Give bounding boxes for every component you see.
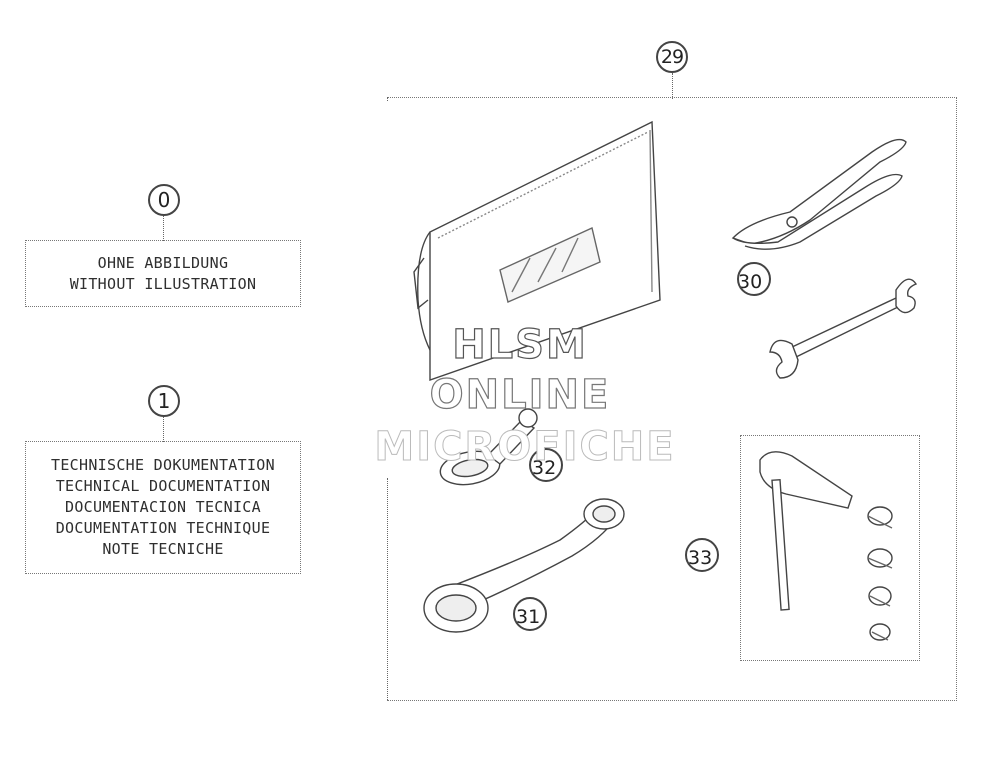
frame-left-lower xyxy=(387,478,388,700)
callout-33: 33 xyxy=(688,547,712,569)
callout-29: 29 xyxy=(656,41,688,73)
socket-set-frame xyxy=(740,435,920,661)
callout-30: 30 xyxy=(738,271,762,293)
leader-line-29 xyxy=(672,73,673,99)
label-technical-documentation: TECHNISCHE DOKUMENTATION TECHNICAL DOCUM… xyxy=(25,441,301,574)
box1-line1: TECHNISCHE DOKUMENTATION xyxy=(51,456,275,474)
box0-line2: WITHOUT ILLUSTRATION xyxy=(69,274,257,293)
box1-line4: DOCUMENTATION TECHNIQUE xyxy=(55,519,271,537)
ring-wrench-icon xyxy=(423,498,625,633)
box1-line2: TECHNICAL DOCUMENTATION xyxy=(55,477,271,495)
callout-32: 32 xyxy=(532,457,556,479)
box0-line1: OHNE ABBILDUNG xyxy=(97,253,229,272)
label-without-illustration: OHNE ABBILDUNG WITHOUT ILLUSTRATION xyxy=(25,240,301,307)
pliers-icon xyxy=(731,138,907,250)
tool-kit-frame-bottom xyxy=(387,700,957,701)
callout-1: 1 xyxy=(148,385,180,417)
callout-31: 31 xyxy=(516,606,540,628)
ring-spanner-icon xyxy=(439,408,538,486)
tool-bag-icon xyxy=(413,120,661,381)
frame-left-upper xyxy=(387,97,388,101)
leader-line-0 xyxy=(163,216,164,241)
leader-line-1 xyxy=(163,417,164,442)
box1-line3: DOCUMENTACION TECNICA xyxy=(65,498,261,516)
open-end-wrench-icon xyxy=(769,278,918,379)
tool-kit-frame xyxy=(387,97,957,701)
callout-0: 0 xyxy=(148,184,180,216)
socket-wrench-set-icon xyxy=(759,451,893,641)
box1-line5: NOTE TECNICHE xyxy=(102,540,224,558)
